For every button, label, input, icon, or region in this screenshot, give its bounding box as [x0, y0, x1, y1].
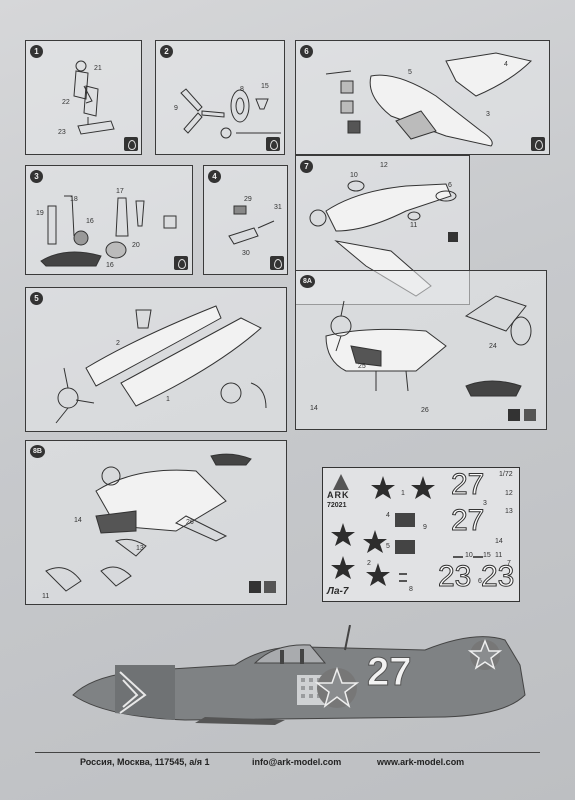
part-label: 4: [504, 61, 508, 68]
decal-brand: ARK: [327, 490, 350, 500]
part-label: 26: [186, 519, 194, 526]
decal-index: 14: [495, 538, 503, 545]
part-label: 5: [408, 69, 412, 76]
part-label: 3: [486, 111, 490, 118]
aircraft-tail-number: 27: [367, 650, 412, 695]
part-label: 6: [448, 182, 452, 189]
decal-index: 10: [465, 552, 473, 559]
glue-icon: [531, 137, 545, 151]
decal-big-number: 27: [450, 468, 485, 502]
decal-index: 8: [409, 586, 413, 593]
decal-model-name: Ла-7: [327, 586, 349, 597]
footer-address: Россия, Москва, 117545, а/я 1: [80, 757, 210, 767]
decal-index: 1: [401, 490, 405, 497]
landing-gear-drawing: [325, 295, 536, 421]
decal-index: 4: [386, 512, 390, 519]
decal-index: 2: [367, 560, 371, 567]
part-label: 24: [489, 343, 497, 350]
part-label: 26: [421, 407, 429, 414]
part-label: 16: [86, 218, 94, 225]
decal-big-number: 23: [437, 560, 472, 594]
step-number: 7: [300, 160, 313, 173]
fuselage-halves-drawing: [55, 305, 267, 424]
decal-index: 3: [483, 500, 487, 507]
part-label: 2: [116, 340, 120, 347]
decal-big-number: 27: [450, 504, 485, 538]
step-8b-panel: 8B 14 13 11 26: [25, 440, 287, 605]
decal-index: 11: [495, 552, 503, 559]
part-label: 11: [42, 593, 50, 600]
part-label: 21: [94, 65, 102, 72]
decal-index: 9: [423, 524, 427, 531]
step-3-panel: 3 17 18 19 16 20 16: [25, 165, 193, 275]
step-number: 3: [30, 170, 43, 183]
part-label: 29: [244, 196, 252, 203]
step-number: 8A: [300, 275, 315, 288]
decal-kit-number: 72021: [327, 502, 347, 509]
part-label: 31: [274, 204, 282, 211]
glue-icon: [270, 256, 284, 270]
part-label: 8: [240, 86, 244, 93]
decal-index: 15: [483, 552, 491, 559]
decal-index: 5: [386, 543, 390, 550]
part-label: 18: [70, 196, 78, 203]
part-label: 14: [310, 405, 318, 412]
part-label: 14: [74, 517, 82, 524]
step-6-panel: 6 5 4 3: [295, 40, 550, 155]
step-number: 5: [30, 292, 43, 305]
step-number: 6: [300, 45, 313, 58]
part-label: 10: [350, 172, 358, 179]
step-1-panel: 1 21 22 23: [25, 40, 142, 155]
decal-big-number: 23: [480, 560, 515, 594]
part-label: 11: [410, 222, 418, 229]
engine-parts-drawing: [228, 205, 275, 245]
footer-email[interactable]: info@ark-model.com: [252, 757, 342, 767]
footer-divider: [35, 752, 540, 753]
decal-index: 12: [505, 490, 513, 497]
underside-assembly-drawing: [45, 453, 276, 593]
part-label: 20: [132, 242, 140, 249]
glue-icon: [266, 137, 280, 151]
part-label: 22: [62, 99, 70, 106]
cockpit-assembly-drawing: [40, 195, 177, 267]
step-number: 8B: [30, 445, 45, 458]
step-5-panel: 5 2 1: [25, 287, 287, 432]
part-label: 9: [174, 105, 178, 112]
part-label: 15: [261, 83, 269, 90]
step-8a-panel: 8A 25 24 14 26: [295, 270, 547, 430]
aircraft-profile: [72, 625, 526, 725]
decal-sheet: ARK 72021 1/72 27 27 23 23 Ла-7 1 2 3 4 …: [322, 467, 520, 602]
part-label: 30: [242, 250, 250, 257]
step-2-panel: 2 8 9 15: [155, 40, 285, 155]
step-number: 2: [160, 45, 173, 58]
decal-graphics: [331, 474, 483, 586]
part-label: 1: [166, 396, 170, 403]
part-label: 25: [358, 363, 366, 370]
part-label: 23: [58, 129, 66, 136]
glue-icon: [174, 256, 188, 270]
step-number: 1: [30, 45, 43, 58]
glue-icon: [124, 137, 138, 151]
decal-index: 6: [478, 578, 482, 585]
wing-assembly-drawing: [325, 52, 532, 147]
part-label: 19: [36, 210, 44, 217]
pilot-seat-drawing: [73, 60, 115, 135]
footer-website[interactable]: www.ark-model.com: [377, 757, 465, 767]
part-label: 13: [136, 545, 144, 552]
decal-scale: 1/72: [499, 471, 513, 478]
part-label: 16: [106, 262, 114, 269]
step-4-panel: 4 29 31 30: [203, 165, 288, 275]
decal-index: 7: [507, 560, 511, 567]
propeller-drawing: [180, 88, 281, 139]
part-label: 12: [380, 162, 388, 169]
decal-index: 13: [505, 508, 513, 515]
part-label: 17: [116, 188, 124, 195]
step-number: 4: [208, 170, 221, 183]
